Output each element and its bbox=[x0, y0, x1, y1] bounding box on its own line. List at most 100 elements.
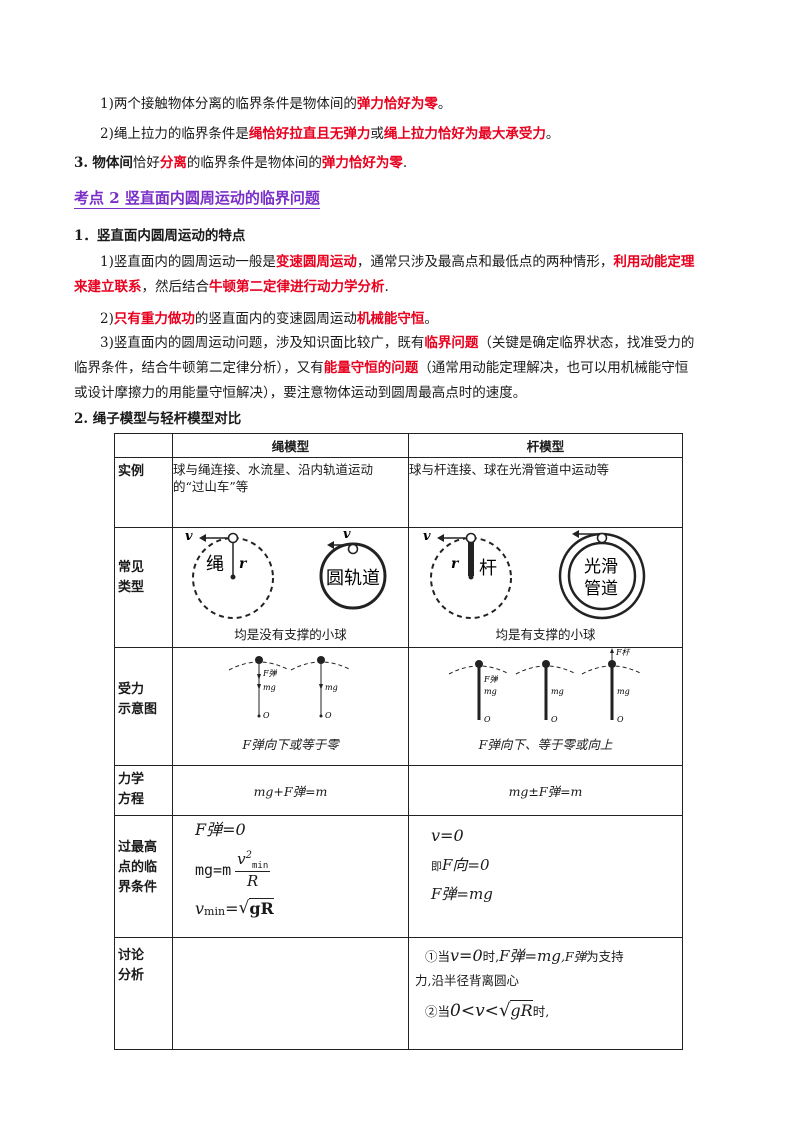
rope-o-label-1: O bbox=[263, 711, 270, 720]
rope-critical-2-lhs: mg=m bbox=[195, 861, 232, 879]
rope-critical-3-v: v bbox=[195, 899, 205, 918]
p3-highlight-1: 临界问题 bbox=[424, 335, 479, 351]
rope-critical-3-sub: min bbox=[204, 905, 226, 918]
row-head-equations: 力学 方程 bbox=[114, 765, 173, 816]
rod-critical-2-eq: F向=0 bbox=[442, 856, 490, 874]
table-row-examples: 实例 球与绳连接、水流星、沿内轨道运动 的“过山车”等 球与杆连接、球在光滑管道… bbox=[114, 457, 683, 528]
rope-critical-3-eq: = bbox=[225, 899, 239, 918]
rope-types-diagram: v 绳 r v 圆轨道 bbox=[185, 528, 387, 619]
cell-rope-examples: 球与绳连接、水流星、沿内轨道运动 的“过山车”等 bbox=[172, 457, 409, 528]
table-header-row: 绳模型 杆模型 bbox=[114, 433, 683, 458]
rope-examples-line-2: 的“过山车”等 bbox=[173, 479, 249, 494]
rope-force-arrow-mg1 bbox=[257, 684, 261, 690]
rod-d1-f: 为支持 bbox=[586, 949, 624, 964]
rod-discussion-1: ①当v=0时,F弹=mg,F弹为支持 bbox=[415, 944, 682, 969]
p1-highlight-2: 利用动能定理 bbox=[613, 254, 695, 270]
intro-line-2-highlight-1: 绳恰好拉直且无弹力 bbox=[248, 126, 371, 142]
p3-text-c: 临界条件，结合牛顿第二定律分析），又有 bbox=[74, 360, 324, 376]
tube-velocity-arrowhead bbox=[572, 530, 579, 538]
rope-critical-1: F弹=0 bbox=[195, 820, 246, 839]
rod-mg-label-3: mg bbox=[617, 687, 630, 696]
rod-force-ball-3 bbox=[608, 660, 616, 668]
cell-rope-discussion bbox=[172, 937, 409, 1050]
rope-fraction-sup: 2 bbox=[245, 850, 252, 861]
rod-force-ball-1 bbox=[475, 660, 483, 668]
rod-bar bbox=[468, 542, 474, 576]
p3-text-a: 3)竖直面内的圆周运动问题，涉及知识面比较广，既有 bbox=[100, 335, 425, 351]
row-head-forces-a: 受力 bbox=[118, 682, 145, 697]
row-head-types-a: 常见 bbox=[118, 560, 145, 575]
rod-velocity-arrowhead bbox=[437, 534, 444, 542]
rope-o-label-2: O bbox=[325, 711, 332, 720]
rope-force-o-2 bbox=[319, 714, 323, 718]
cell-rod-critical: v=0 即F向=0 F弹=mg bbox=[408, 815, 683, 938]
intro-line-3-pre: 物体间 bbox=[92, 155, 133, 171]
track-label: 圆轨道 bbox=[326, 568, 380, 589]
table-row-discussion: 讨论 分析 ①当v=0时,F弹=mg,F弹为支持 力,沿半径背离圆心 ②当0<v… bbox=[114, 937, 683, 1050]
intro-line-2-highlight-2: 绳上拉力恰好为最大承受力 bbox=[383, 126, 546, 142]
row-head-types-b: 类型 bbox=[118, 580, 145, 595]
rod-r-label: r bbox=[451, 556, 460, 572]
intro-line-2-or: 或 bbox=[370, 126, 384, 142]
rod-critical-1: v=0 bbox=[431, 826, 464, 845]
cell-rope-forces: F弹 mg O mg O F弹向下或等于零 bbox=[172, 647, 409, 766]
rope-equation: mg+F弹=m bbox=[172, 765, 409, 816]
rod-o-label-2: O bbox=[551, 715, 558, 724]
rod-force-bar-3 bbox=[610, 666, 614, 720]
rope-force-o-1 bbox=[257, 714, 261, 718]
table-row-forces: 受力 示意图 F弹 mg O mg O F弹向下或 bbox=[114, 647, 683, 766]
row-head-critical-b: 点的临 bbox=[118, 860, 158, 875]
tube-label-a: 光滑 bbox=[584, 557, 618, 577]
rod-o-label-3: O bbox=[617, 715, 624, 724]
col-header-rod: 杆模型 bbox=[408, 433, 683, 458]
intro-line-3-mid2: 的临界条件是物体间的 bbox=[186, 155, 322, 171]
rope-v-label: v bbox=[185, 529, 193, 544]
rod-d1-c: 时, bbox=[482, 949, 500, 964]
row-head-discussion-a: 讨论 bbox=[118, 948, 145, 963]
row-head-critical-c: 界条件 bbox=[118, 880, 158, 895]
rod-d2-a: ②当 bbox=[425, 1004, 451, 1019]
rope-types-caption: 均是没有支撑的小球 bbox=[234, 627, 347, 642]
p1-highlight-4: 牛顿第二定律进行动力学分析 bbox=[209, 279, 385, 295]
intro-line-2: 2)绳上拉力的临界条件是绳恰好拉直且无弹力或绳上拉力恰好为最大承受力。 bbox=[100, 125, 559, 143]
rope-fraction-numerator: v2min bbox=[235, 850, 271, 872]
intro-line-3: 3. 物体间恰好分离的临界条件是物体间的弹力恰好为零. bbox=[74, 154, 407, 172]
p3-text-e: 或设计摩擦力的用能量守恒解决），要注意物体运动到圆周最高点时的速度。 bbox=[74, 385, 527, 401]
rod-types-diagram: v r 杆 光滑 管道 bbox=[423, 529, 646, 620]
sub2-title: 2. 绳子模型与轻杆模型对比 bbox=[74, 411, 242, 427]
p1-text-c: ，然后结合 bbox=[141, 279, 210, 295]
p1-highlight-3: 来建立联系 bbox=[74, 279, 142, 295]
rope-critical-3-radicand: gR bbox=[249, 898, 274, 918]
table-row-types: 常见 类型 v 绳 r v 圆轨道 bbox=[114, 527, 683, 648]
rope-r-label: r bbox=[239, 556, 248, 572]
col-header-rope: 绳模型 bbox=[172, 433, 409, 458]
tube-label-b: 管道 bbox=[584, 579, 618, 599]
rope-fraction-denominator: R bbox=[247, 872, 259, 890]
track-ball bbox=[347, 543, 359, 555]
rod-f-label-1: F弹 bbox=[483, 675, 499, 684]
rope-mg-label-1: mg bbox=[263, 683, 276, 692]
rod-d2-c: 时, bbox=[532, 1004, 550, 1019]
p1-text-a: 1)竖直面内的圆周运动一般是 bbox=[100, 254, 276, 270]
rope-center bbox=[230, 574, 236, 580]
intro-line-1-highlight: 弹力恰好为零 bbox=[356, 96, 438, 112]
cell-rod-types: v r 杆 光滑 管道 均是有支撑的小球 bbox=[408, 527, 683, 648]
rod-force-diagram: F弹 mg O mg O F杆 mg O bbox=[448, 648, 643, 724]
tube-ball bbox=[596, 532, 608, 544]
track-velocity-arrowhead bbox=[327, 541, 334, 549]
rod-f-up-label: F杆 bbox=[615, 648, 632, 657]
rod-ball bbox=[465, 532, 477, 544]
sub1-paragraph-2: 2)只有重力做功的竖直面内的变速圆周运动机械能守恒。 bbox=[100, 310, 438, 328]
p2-text-b: 的竖直面内的变速圆周运动 bbox=[194, 311, 357, 327]
rod-equation: mg±F弹=m bbox=[408, 765, 683, 816]
rope-mg-label-2: mg bbox=[325, 683, 338, 692]
intro-line-3-num: 3. bbox=[74, 155, 89, 171]
rod-force-caption: F弹向下、等于零或向上 bbox=[478, 737, 613, 752]
p3-highlight-2: 能量守恒的问题 bbox=[323, 360, 419, 376]
row-head-critical: 过最高 点的临 界条件 bbox=[114, 815, 173, 938]
rope-fraction-v: v bbox=[237, 850, 246, 868]
p1-text-d: . bbox=[384, 279, 389, 295]
rod-o-label-1: O bbox=[484, 715, 491, 724]
